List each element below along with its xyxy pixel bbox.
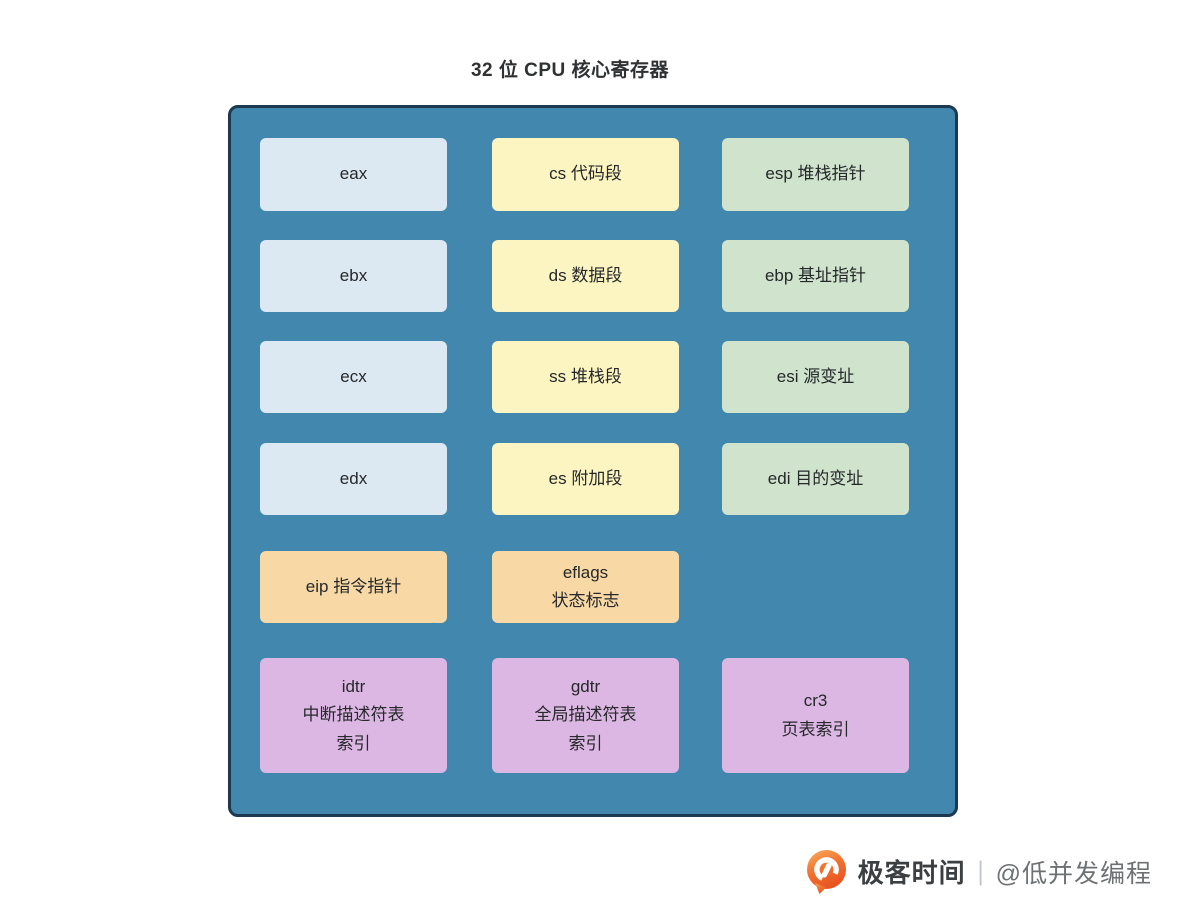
register-box-eflags: eflags 状态标志 bbox=[492, 551, 679, 623]
register-box-gdtr: gdtr 全局描述符表 索引 bbox=[492, 658, 679, 773]
diagram-title: 32 位 CPU 核心寄存器 bbox=[470, 60, 670, 81]
register-box-eax: eax bbox=[260, 138, 447, 211]
register-box-edx: edx bbox=[260, 443, 447, 515]
geektime-logo-icon bbox=[806, 850, 846, 894]
author-handle: @低并发编程 bbox=[995, 859, 1152, 888]
register-box-ss: ss 堆栈段 bbox=[492, 341, 679, 413]
register-box-cs: cs 代码段 bbox=[492, 138, 679, 211]
register-box-ds: ds 数据段 bbox=[492, 240, 679, 312]
register-box-ecx: ecx bbox=[260, 341, 447, 413]
register-box-ebp: ebp 基址指针 bbox=[722, 240, 909, 312]
register-box-cr3: cr3 页表索引 bbox=[722, 658, 909, 773]
register-box-es: es 附加段 bbox=[492, 443, 679, 515]
cpu-registers-container: eax cs 代码段 esp 堆栈指针 ebx ds 数据段 ebp 基址指针 … bbox=[228, 105, 958, 817]
register-box-ebx: ebx bbox=[260, 240, 447, 312]
register-box-esi: esi 源变址 bbox=[722, 341, 909, 413]
register-box-idtr: idtr 中断描述符表 索引 bbox=[260, 658, 447, 773]
footer-branding: 极客时间 | @低并发编程 bbox=[804, 848, 1152, 895]
footer-separator: | bbox=[977, 855, 984, 886]
register-box-eip: eip 指令指针 bbox=[260, 551, 447, 623]
brand-name: 极客时间 bbox=[857, 858, 966, 888]
register-box-edi: edi 目的变址 bbox=[722, 443, 909, 515]
register-box-esp: esp 堆栈指针 bbox=[722, 138, 909, 211]
